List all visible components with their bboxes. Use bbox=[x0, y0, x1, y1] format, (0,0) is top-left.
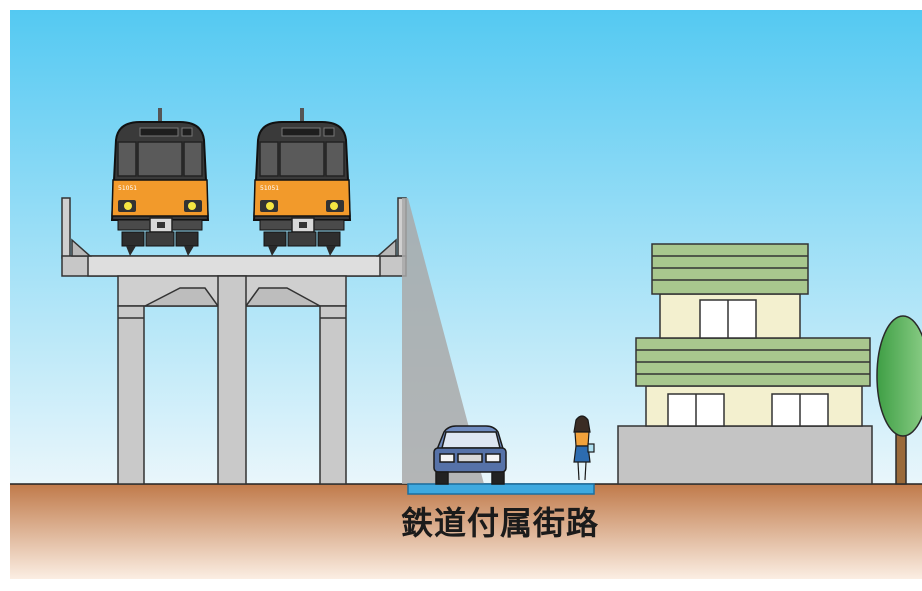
car-icon bbox=[433, 425, 507, 485]
road-label: 鉄道付属街路 bbox=[400, 504, 599, 542]
tree-icon bbox=[876, 315, 922, 485]
person-icon bbox=[573, 415, 595, 481]
house-icon bbox=[617, 243, 873, 485]
train-icon bbox=[253, 107, 351, 257]
train-icon bbox=[111, 107, 209, 257]
shadow-area bbox=[402, 198, 484, 484]
road-strip bbox=[407, 483, 595, 495]
